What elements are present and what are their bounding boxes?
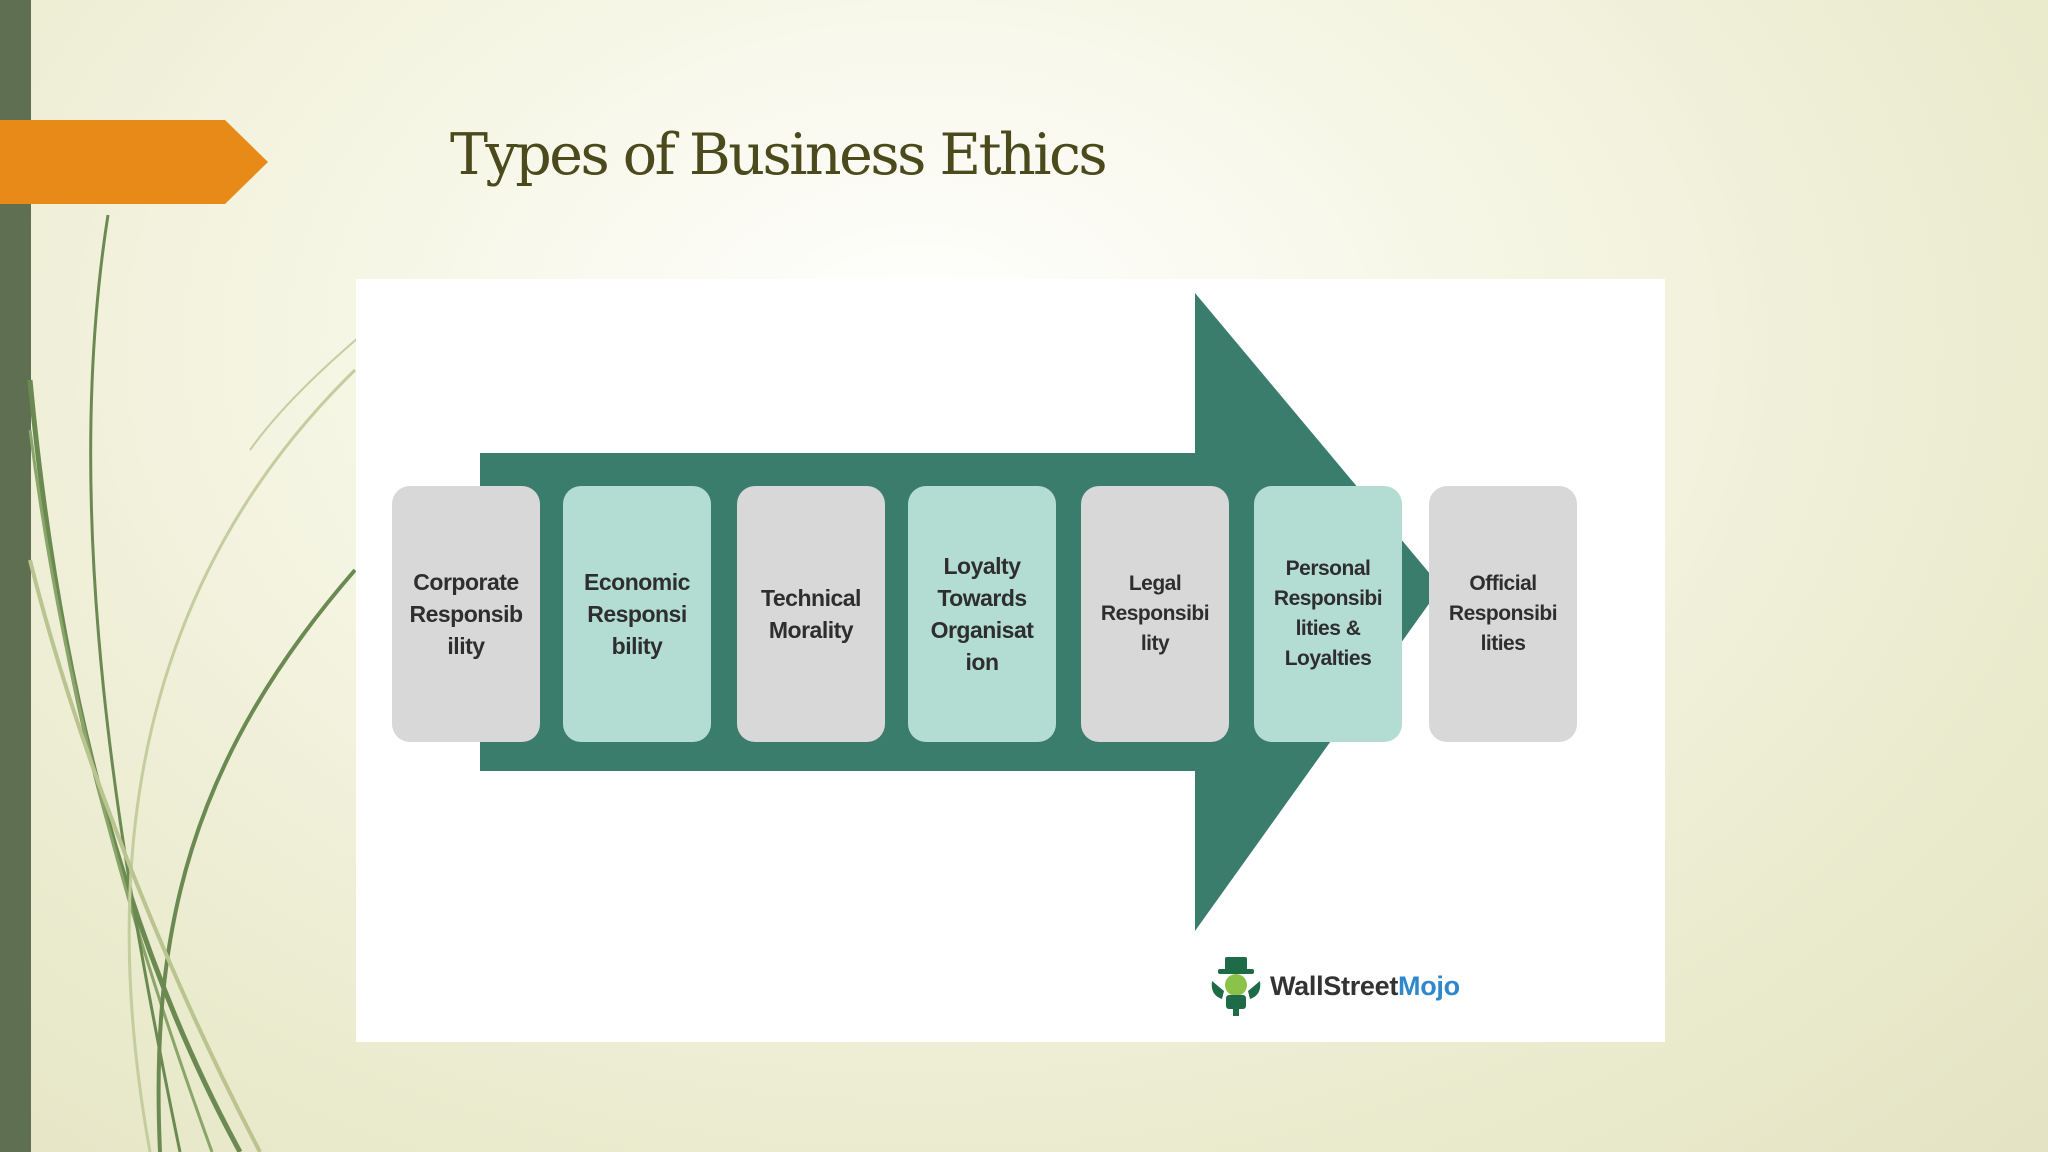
step-label: Economic Responsi bility xyxy=(584,566,690,662)
step-personal-responsibilities: Personal Responsibi lities & Loyalties xyxy=(1254,486,1402,742)
step-loyalty-towards-organisation: Loyalty Towards Organisat ion xyxy=(908,486,1056,742)
step-label: Corporate Responsib ility xyxy=(409,566,522,662)
step-economic-responsibility: Economic Responsi bility xyxy=(563,486,711,742)
step-label: Legal Responsibi lity xyxy=(1101,569,1209,659)
step-label: Technical Morality xyxy=(761,582,861,646)
step-official-responsibilities: Official Responsibi lities xyxy=(1429,486,1577,742)
logo-text-accent: Mojo xyxy=(1398,971,1460,1001)
step-label: Personal Responsibi lities & Loyalties xyxy=(1274,554,1382,674)
step-legal-responsibility: Legal Responsibi lity xyxy=(1081,486,1229,742)
step-corporate-responsibility: Corporate Responsib ility xyxy=(392,486,540,742)
step-label: Official Responsibi lities xyxy=(1449,569,1557,659)
logo-text-main: WallStreet xyxy=(1270,971,1398,1001)
step-label: Loyalty Towards Organisat ion xyxy=(931,550,1034,678)
logo-text: WallStreetMojo xyxy=(1270,971,1460,1002)
slide-title: Types of Business Ethics xyxy=(450,122,1105,188)
diagram-panel: Corporate Responsib ility Economic Respo… xyxy=(356,279,1665,1042)
step-technical-morality: Technical Morality xyxy=(737,486,885,742)
title-marker-arrow xyxy=(0,0,280,210)
wallstreetmojo-mascot-icon xyxy=(1208,955,1264,1017)
wallstreetmojo-logo: WallStreetMojo xyxy=(1208,955,1460,1017)
